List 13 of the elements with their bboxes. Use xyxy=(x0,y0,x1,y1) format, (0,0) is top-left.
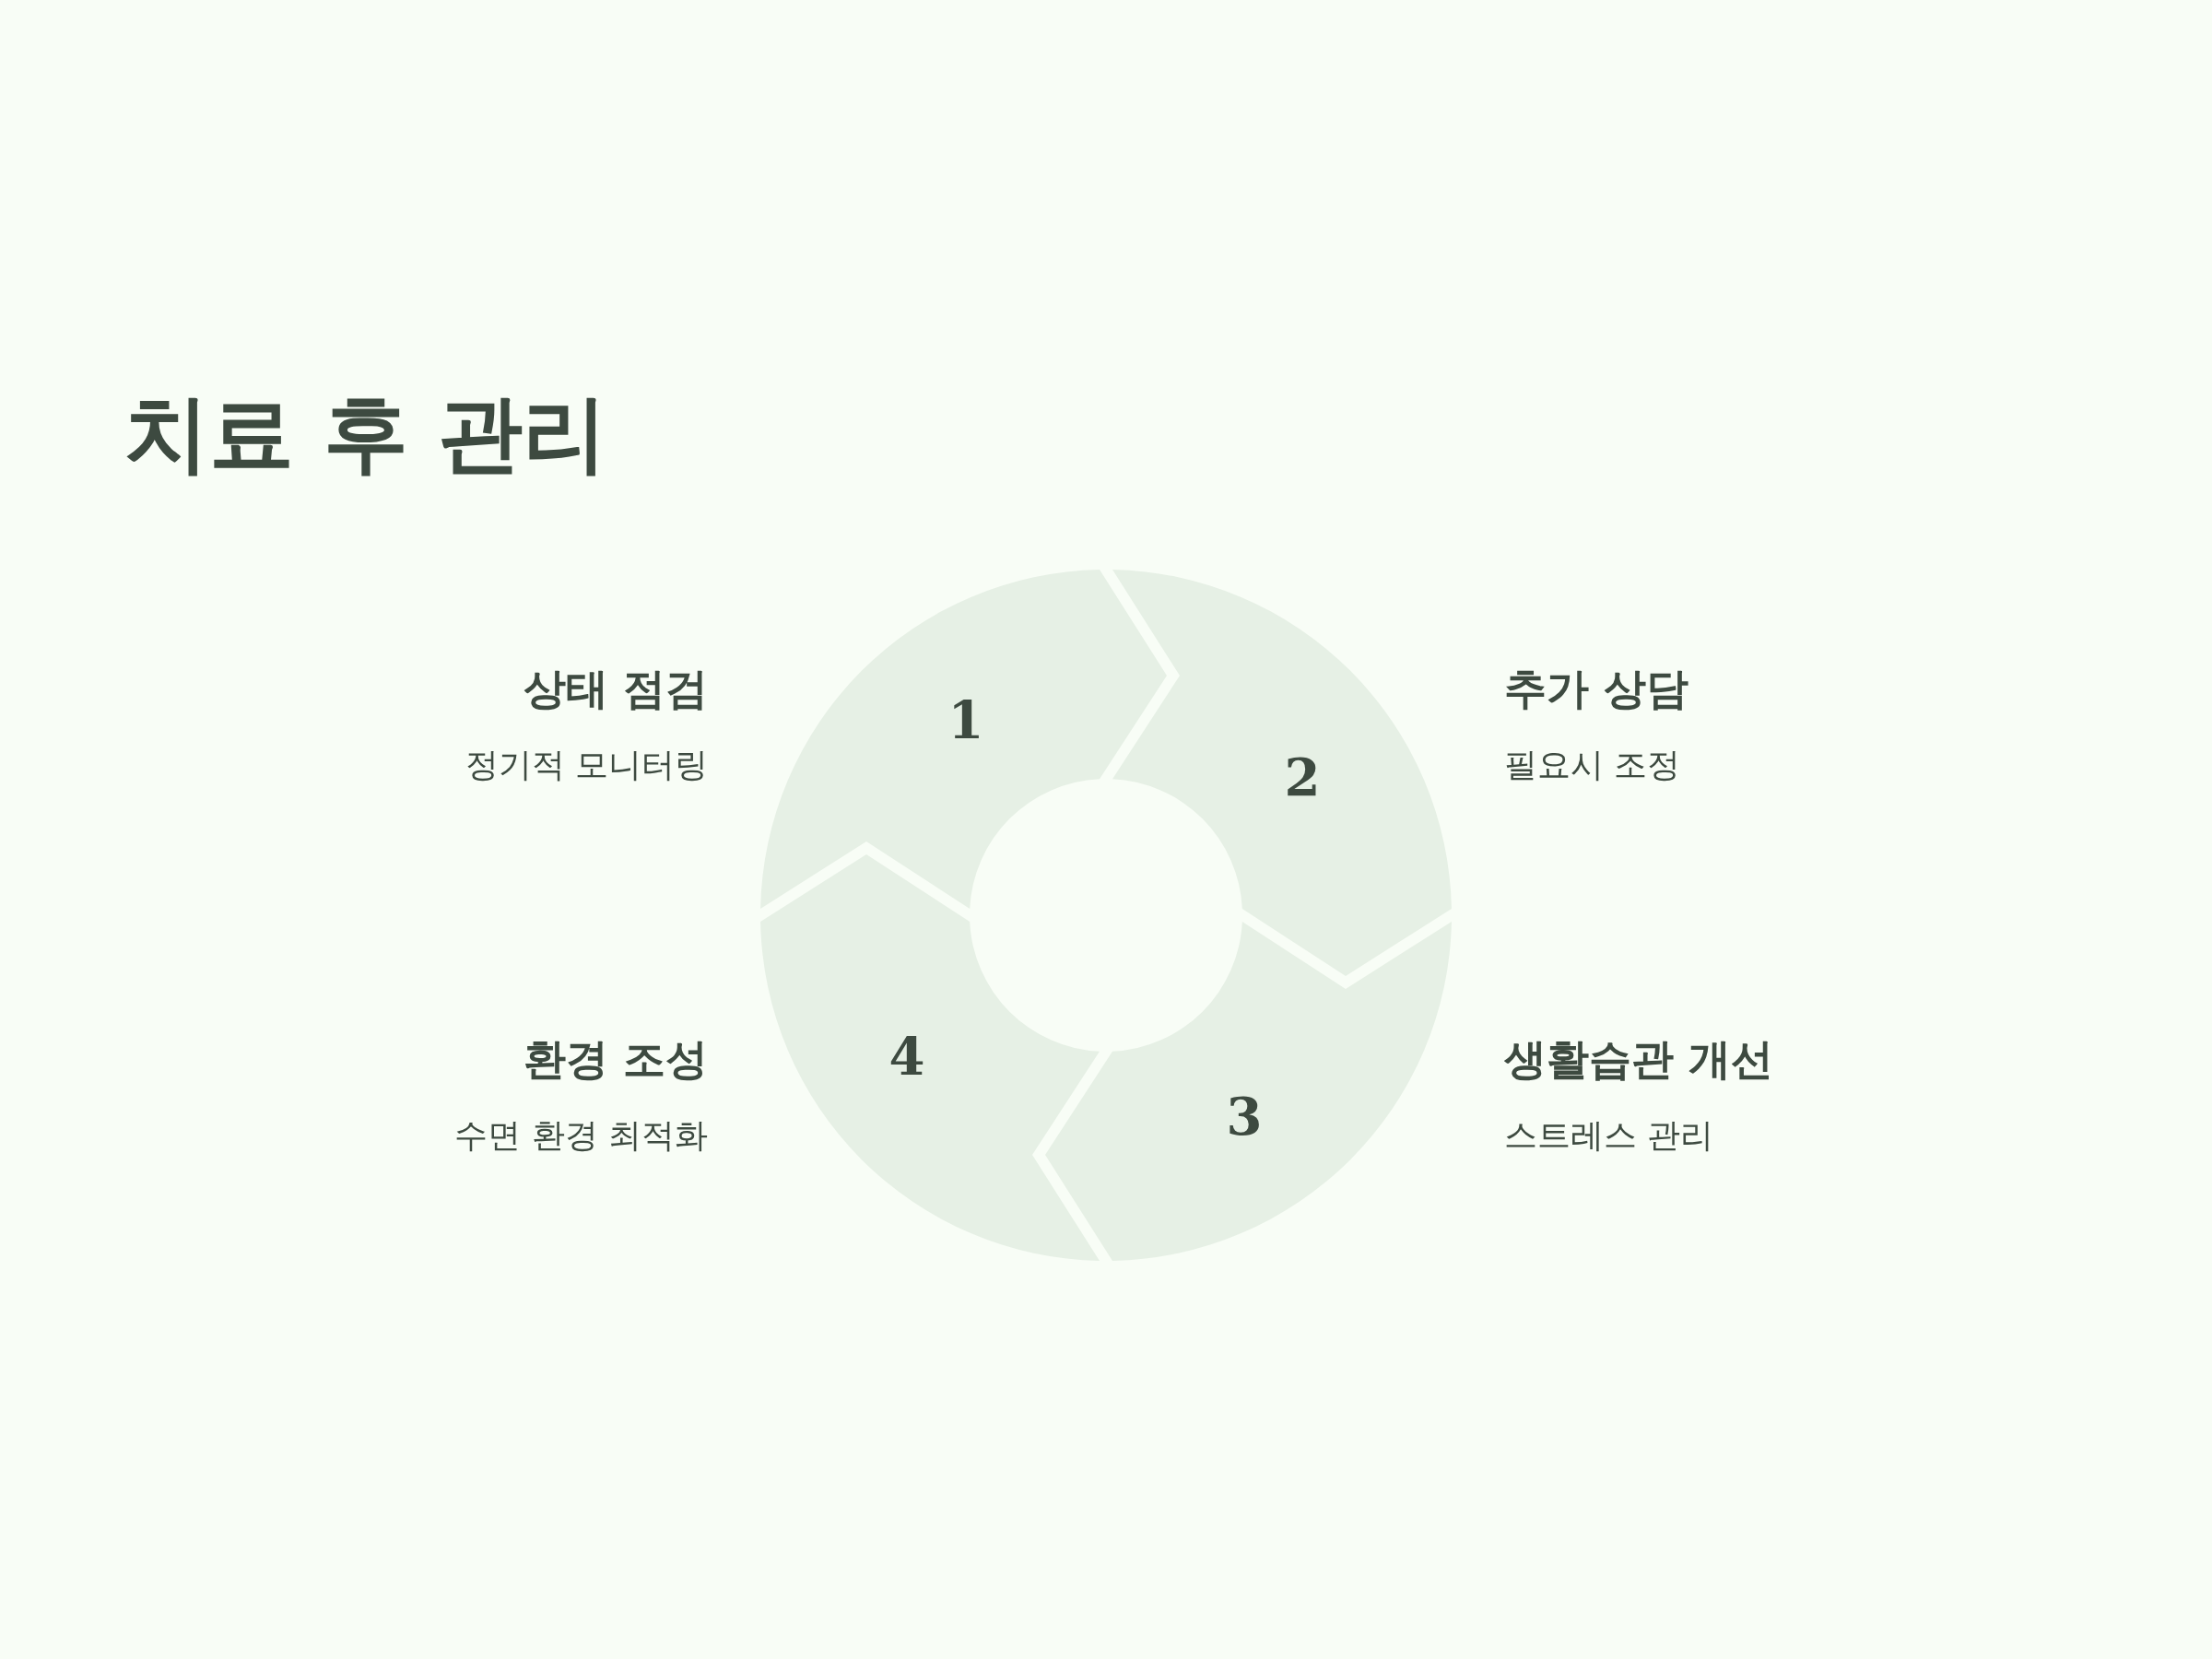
step-heading: 추가 상담 xyxy=(1504,664,1688,715)
step-heading: 생활습관 개선 xyxy=(1504,1034,1773,1086)
step-heading: 환경 조성 xyxy=(524,1034,708,1086)
step-heading: 상태 점검 xyxy=(524,664,708,715)
step-description: 필요시 조정 xyxy=(1504,745,1681,785)
step-number: 4 xyxy=(888,1030,925,1082)
step-description: 스트레스 관리 xyxy=(1504,1115,1714,1156)
step-number: 2 xyxy=(1284,751,1321,803)
step-number: 1 xyxy=(947,694,984,746)
step-description: 수면 환경 최적화 xyxy=(454,1115,708,1156)
step-number: 3 xyxy=(1226,1090,1263,1142)
page-title: 치료 후 관리 xyxy=(124,387,608,481)
step-description: 정기적 모니터링 xyxy=(465,745,708,785)
